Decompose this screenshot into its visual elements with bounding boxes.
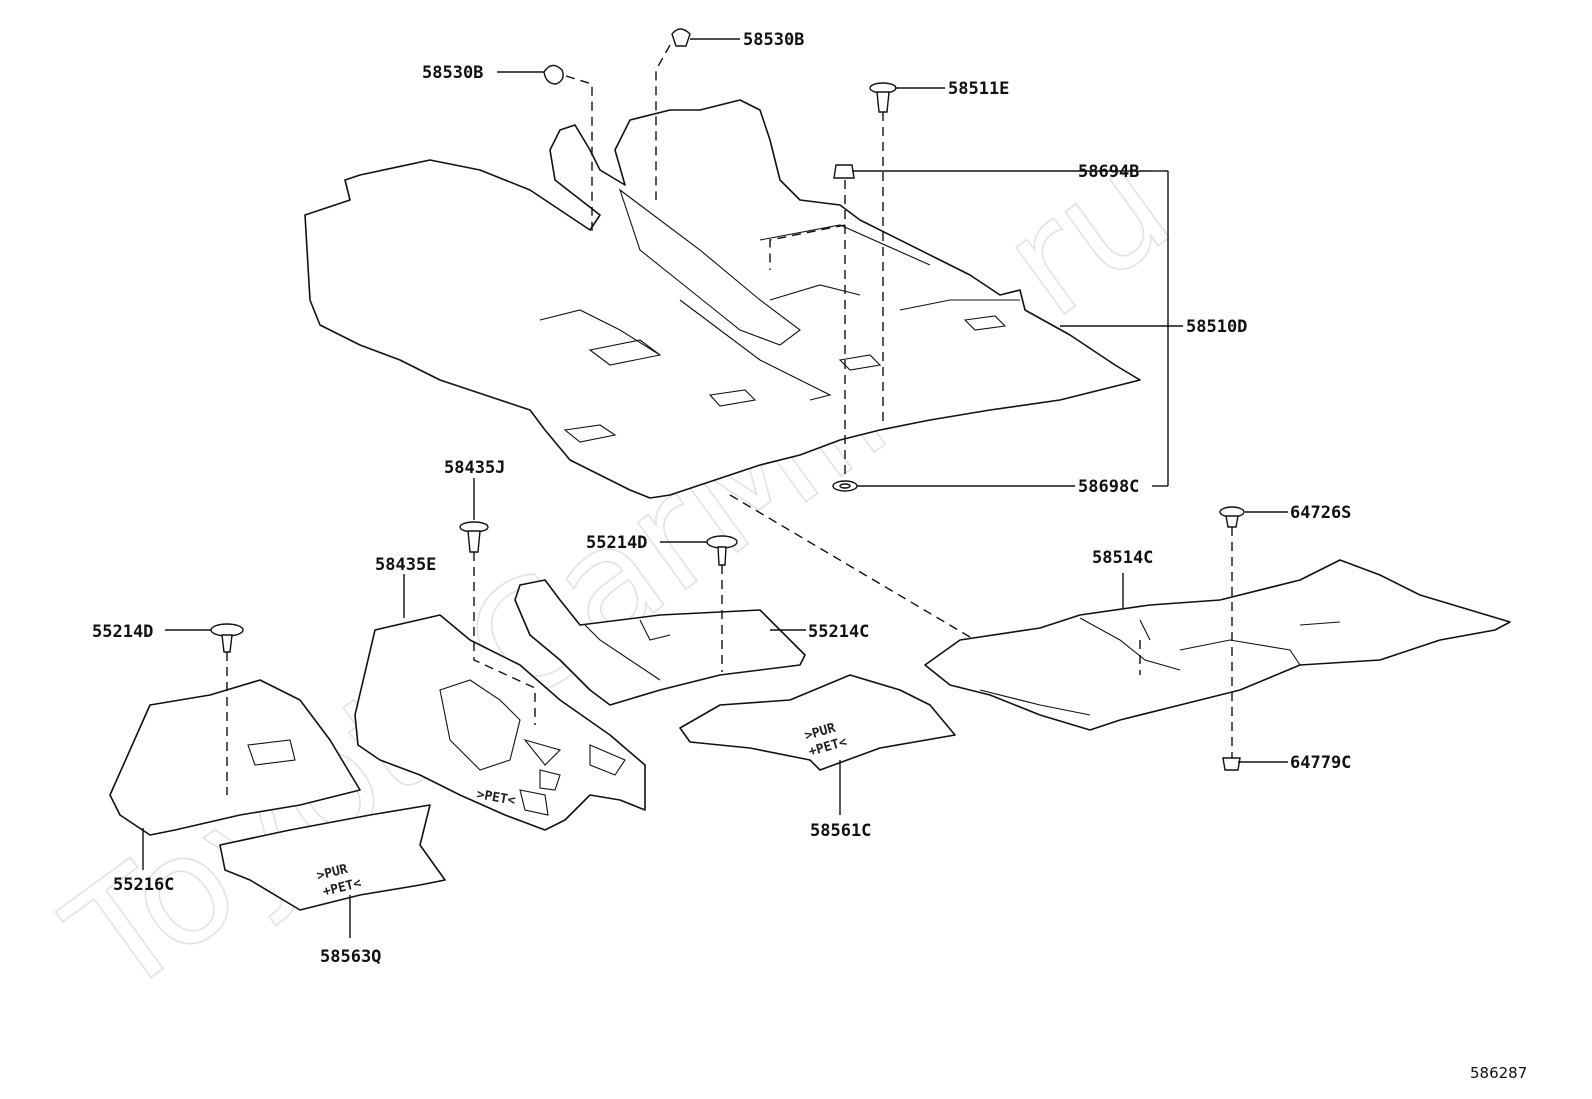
label-58694B: 58694B [1078,162,1139,182]
label-58561C: 58561C [810,821,871,841]
label-58530B-left: 58530B [422,63,483,83]
floor-carpet-58510D [304,99,1141,499]
silencer-pad-58563Q [219,804,446,911]
clip-58530B-top [671,28,691,47]
label-58511E: 58511E [948,79,1009,99]
label-58510D: 58510D [1186,317,1247,337]
clip-58530B-left [543,64,564,85]
pur-marking: >PUR [315,862,349,884]
clip-55214D-left [210,623,244,653]
assembly-lines [226,44,1233,795]
label-58435J: 58435J [444,458,505,478]
label-58435E: 58435E [375,555,436,575]
label-55214C: 55214C [808,622,869,642]
leader-lines [142,38,1288,938]
label-55214D-left: 55214D [92,622,153,642]
label-58563Q: 58563Q [320,947,381,967]
label-58530B-top: 58530B [743,30,804,50]
clip-58698C [832,480,858,492]
silencer-pad-58561C [679,674,956,771]
diagram-reference-number: 586287 [1470,1064,1527,1082]
label-55216C: 55216C [113,875,174,895]
rear-carpet-58514C [924,559,1511,731]
clip-58511E [869,82,897,113]
label-64726S: 64726S [1290,503,1351,523]
insulator-55214C [514,579,806,706]
label-55214D-mid: 55214D [586,533,647,553]
insulator-55216C [109,679,361,836]
clip-58694B [833,164,855,179]
label-58514C: 58514C [1092,548,1153,568]
pet-marking: >PET< [475,787,516,809]
clip-55214D-mid [706,535,738,566]
clip-64726S [1219,506,1245,528]
label-64779C: 64779C [1290,753,1351,773]
clip-64779C [1222,757,1241,771]
clip-58435J [459,521,489,553]
label-58698C: 58698C [1078,477,1139,497]
insulator-58435E [354,614,646,831]
